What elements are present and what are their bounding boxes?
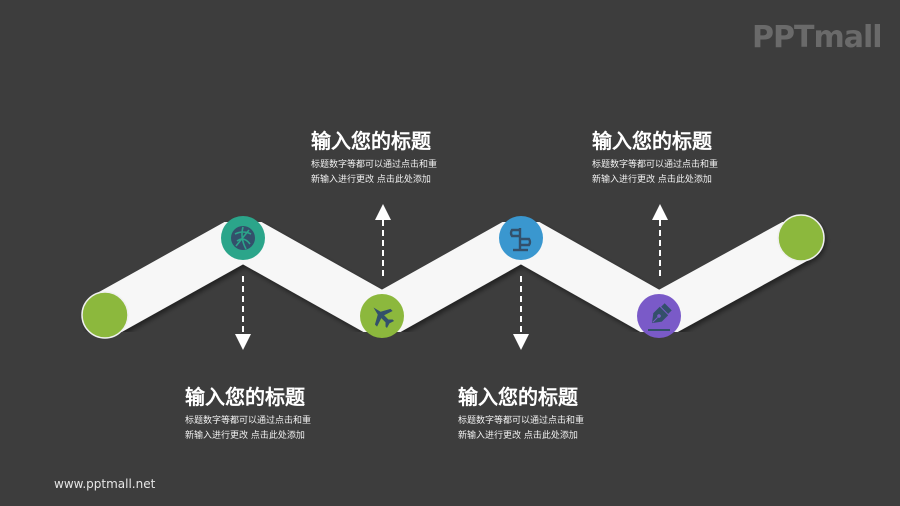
step-title[interactable]: 输入您的标题 xyxy=(185,385,305,409)
start-endpoint xyxy=(81,291,129,339)
end-endpoint xyxy=(777,214,825,262)
step-desc-line1: 标题数字等都可以通过点击和重 xyxy=(311,160,438,170)
step-desc-line1: 标题数字等都可以通过点击和重 xyxy=(185,416,312,426)
step-desc[interactable]: 标题数字等都可以通过点击和重 新输入进行更改 点击此处添加 xyxy=(458,414,584,444)
step-block-4: 输入您的标题 标题数字等都可以通过点击和重 新输入进行更改 点击此处添加 xyxy=(592,128,718,188)
brand-logo: PPTmall xyxy=(752,20,883,55)
step-desc-line2: 新输入进行更改 点击此处添加 xyxy=(311,175,431,185)
step-node-2 xyxy=(360,294,404,338)
step-desc-line2: 新输入进行更改 点击此处添加 xyxy=(458,431,578,441)
airplane-icon xyxy=(373,307,395,329)
footer-url[interactable]: www.pptmall.net xyxy=(54,477,156,491)
step-desc-line2: 新输入进行更改 点击此处添加 xyxy=(185,431,305,441)
step-block-2: 输入您的标题 标题数字等都可以通过点击和重 新输入进行更改 点击此处添加 xyxy=(311,128,437,188)
step-title[interactable]: 输入您的标题 xyxy=(592,129,712,153)
step-node-3 xyxy=(499,216,543,260)
step-desc[interactable]: 标题数字等都可以通过点击和重 新输入进行更改 点击此处添加 xyxy=(311,158,437,188)
step-desc-line2: 新输入进行更改 点击此处添加 xyxy=(592,175,712,185)
step-title[interactable]: 输入您的标题 xyxy=(311,129,431,153)
pen-nib-icon xyxy=(651,303,672,324)
step-block-3: 输入您的标题 标题数字等都可以通过点击和重 新输入进行更改 点击此处添加 xyxy=(458,384,584,444)
step-desc-line1: 标题数字等都可以通过点击和重 xyxy=(592,160,719,170)
step-desc-line1: 标题数字等都可以通过点击和重 xyxy=(458,416,585,426)
basketball-icon xyxy=(231,226,255,250)
signpost-icon xyxy=(509,228,532,252)
step-desc[interactable]: 标题数字等都可以通过点击和重 新输入进行更改 点击此处添加 xyxy=(592,158,718,188)
step-title[interactable]: 输入您的标题 xyxy=(458,385,578,409)
step-desc[interactable]: 标题数字等都可以通过点击和重 新输入进行更改 点击此处添加 xyxy=(185,414,311,444)
step-block-1: 输入您的标题 标题数字等都可以通过点击和重 新输入进行更改 点击此处添加 xyxy=(185,384,311,444)
step-node-4 xyxy=(637,294,681,338)
zigzag-path xyxy=(82,211,824,343)
step-node-1 xyxy=(221,216,265,260)
